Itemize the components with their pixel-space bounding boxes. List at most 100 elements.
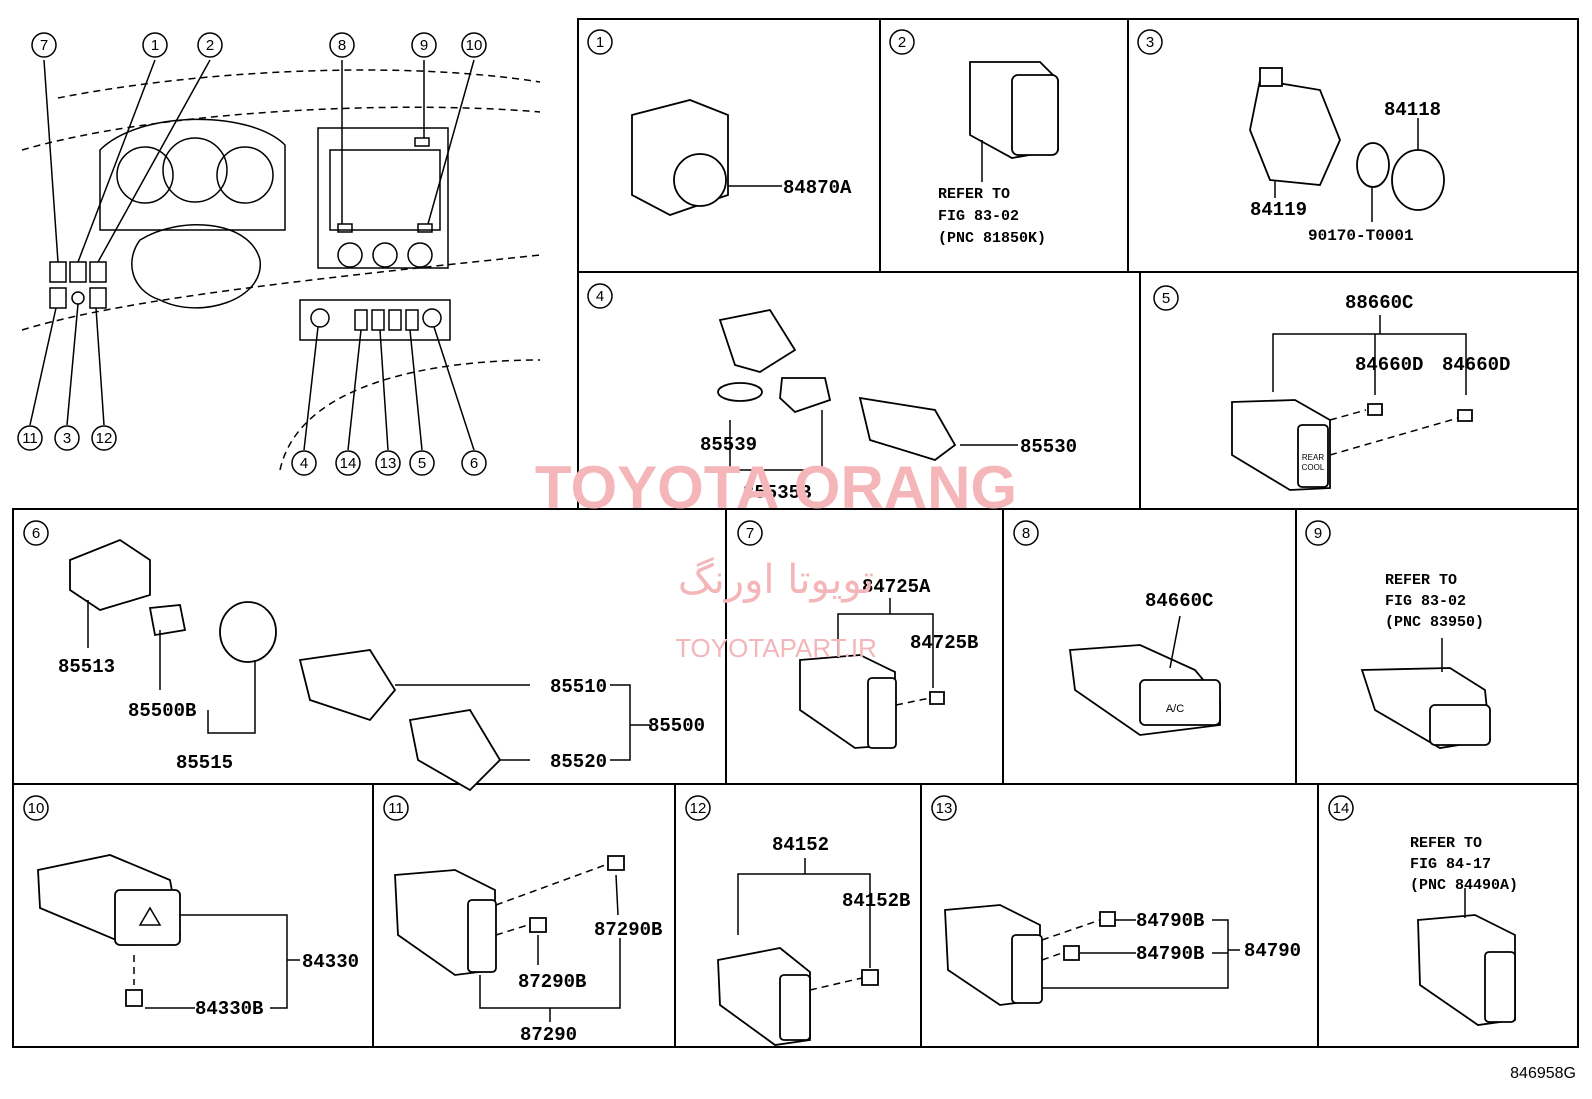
panel-7: 7 84725A 84725B [737,520,978,749]
part-label: 84870A [783,177,852,199]
part-label-84330: 84330 [302,951,359,973]
part-label-87290: 87290 [520,1024,577,1046]
panel-number: 5 [1162,290,1170,307]
part-label-85515: 85515 [176,752,233,774]
refer-line-2: FIG 83-02 [938,208,1019,225]
part-label-84118: 84118 [1384,99,1441,121]
knob-84118 [1391,149,1445,211]
switch-face [467,899,497,973]
bottom-leaders [29,303,475,451]
bulb-84330B [125,989,143,1007]
lighter-85520 [408,709,502,792]
panel-number: 1 [596,34,604,51]
part-label-84725A: 84725A [862,576,931,598]
part-label-85530: 85530 [1020,436,1077,458]
center-stack [317,127,449,269]
callout-14: 14 [340,455,357,472]
panel-number: 4 [596,288,604,305]
part-label-85513: 85513 [58,656,115,678]
refer-line-3: (PNC 81850K) [938,230,1046,247]
figure-id: 846958G [1510,1065,1576,1082]
refer-line-2: FIG 83-02 [1385,593,1466,610]
ring-85513 [69,538,151,611]
dashboard-overview [21,59,541,471]
socket-85510 [298,649,397,722]
hazard-icon [138,906,162,926]
part-label-84660C: 84660C [1145,590,1213,612]
bulb-87290B-1 [529,917,547,933]
panel-9: 9 REFER TO FIG 83-02 (PNC 83950) [1305,520,1491,749]
switch-body-84119 [1249,78,1341,186]
panel-number: 9 [1314,525,1322,542]
watermark-site: TOYOTAPART.IR [675,633,877,663]
panel-5: 5 REAR COOL 88660C 84660D 84660D [1153,285,1510,491]
part-label-84725B: 84725B [910,632,978,654]
panel-12: 12 84152 84152B [685,795,910,1046]
panel-number: 12 [690,800,707,817]
bulb-84725B [929,691,945,705]
part-label-85520: 85520 [550,751,607,773]
switch-loc-7 [49,261,67,283]
gauge-left [116,146,174,204]
switch-loc-13b [388,309,402,331]
watermark: TOYOTA ORANG تويوتا اورنگ TOYOTAPART.IR [535,454,1017,663]
switch-loc-8 [337,223,353,233]
hvac-knob-right [407,242,433,268]
watermark-title: TOYOTA ORANG [535,454,1017,521]
watermark-persian: تويوتا اورنگ [678,557,874,603]
switch-loc-1 [69,261,87,283]
panel-11: 11 87290B 87290B 87290 [383,795,662,1046]
steering-wheel [131,224,261,309]
panel-4: 4 85539 85530 85535B [587,283,1077,504]
switch-face [1139,679,1221,726]
top-leaders [43,59,475,263]
part-label-84152: 84152 [772,834,829,856]
overview-top-callouts: 7 1 2 8 9 10 [31,32,487,58]
part-label-88660C: 88660C [1345,292,1413,314]
console-outline [279,359,541,471]
panel-2: 2 REFER TO FIG 83-02 (PNC 81850K) [889,29,1059,247]
panel-number: 11 [388,800,404,817]
switch-face [1297,424,1329,488]
switch-loc-12 [89,287,107,309]
bulb-85500B [148,604,187,637]
hvac-knob-center [372,242,398,268]
ring-85515 [219,601,277,663]
callout-8: 8 [338,37,346,54]
callout-10: 10 [466,37,483,54]
callout-13: 13 [380,455,397,472]
panel-number: 7 [746,525,754,542]
panel-13: 13 84790B 84790B 84790 [931,795,1301,1006]
refer-line-1: REFER TO [938,186,1010,203]
panel-3: 3 84118 84119 90170-T0001 [1137,29,1445,245]
switch-text-2: COOL [1302,463,1325,472]
callout-3: 3 [63,430,71,447]
outlet-loc-4 [310,308,330,328]
cap-85539 [717,382,763,402]
switch-text: A/C [1166,703,1184,715]
bulb-84790B-1 [1099,911,1116,927]
switch-face [1011,934,1043,1004]
overview-bottom-callouts: 11 3 12 4 14 13 5 6 [17,425,487,476]
switch-face [779,974,811,1041]
part-label-84660D-b: 84660D [1442,354,1510,376]
callout-1: 1 [151,37,159,54]
refer-line-2: FIG 84-17 [1410,856,1491,873]
refer-line-3: (PNC 83950) [1385,614,1484,631]
gauge-center [162,137,228,203]
lower-console [299,299,451,341]
panel-1: 1 84870A [587,29,852,216]
refer-line-3: (PNC 84490A) [1410,877,1518,894]
part-label-84790B-a: 84790B [1136,910,1204,932]
callout-4: 4 [300,455,308,472]
knob-icon [673,153,727,207]
panel-number: 14 [1333,800,1350,817]
panel-8: 8 A/C 84660C [1013,520,1221,736]
callout-6: 6 [470,455,478,472]
callout-5: 5 [418,455,426,472]
switch-loc-9 [414,137,430,147]
panel-number: 3 [1146,34,1154,51]
socket-part [718,308,797,373]
panel-number: 13 [936,800,953,817]
bulb-84790B-2 [1063,945,1080,961]
